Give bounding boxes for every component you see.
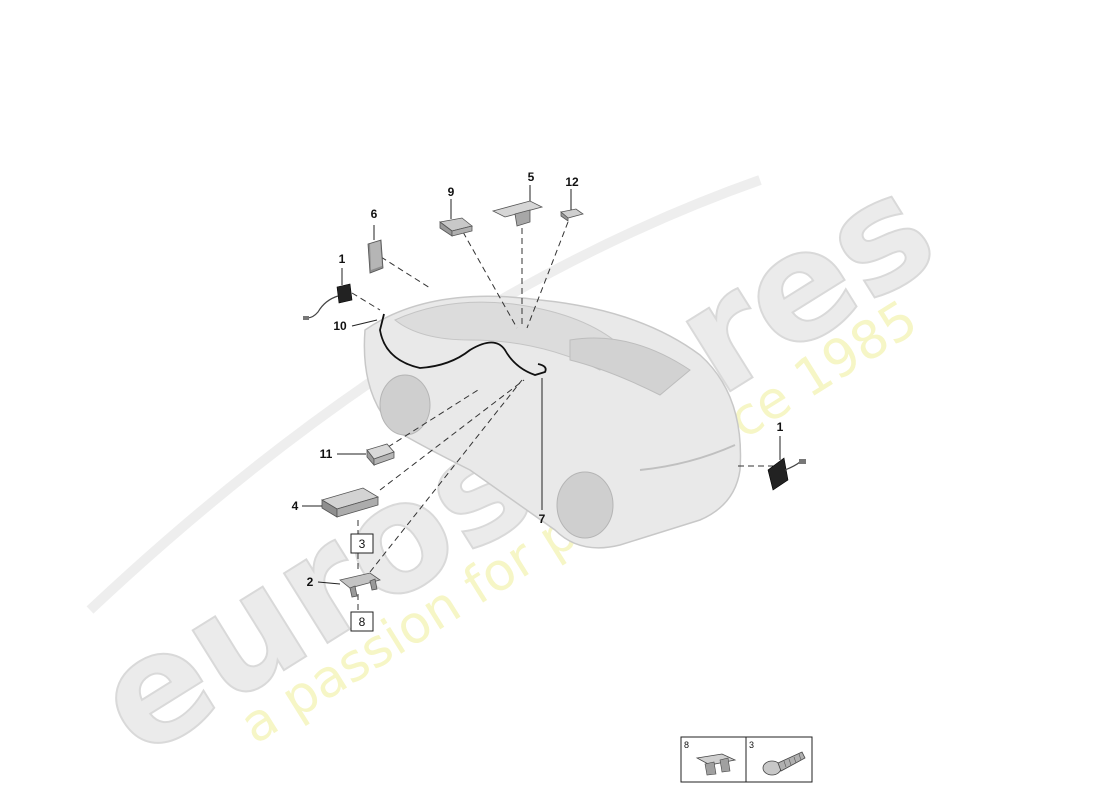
leader-10 (351, 319, 378, 327)
callout-9: 9 (448, 185, 455, 199)
part-4-control-unit (321, 487, 379, 518)
callout-5: 5 (528, 170, 535, 184)
small-parts-legend: 8 3 (680, 736, 813, 783)
callout-labels: 6 1 9 5 12 10 11 4 2 7 1 3 8 (292, 170, 784, 632)
part-2-mounting-bracket (339, 572, 381, 598)
wiring-harness (379, 313, 547, 376)
legend-label-3: 3 (749, 740, 754, 750)
car-front-wheel (379, 374, 431, 436)
callout-8-box (350, 611, 374, 632)
screw-icon (762, 751, 806, 776)
callout-10: 10 (333, 319, 347, 333)
callout-12: 12 (565, 175, 579, 189)
callout-1-left: 1 (339, 252, 346, 266)
part-6-antenna-panel (367, 239, 384, 274)
part-1-right-antenna-module (767, 457, 806, 491)
car-tail-light (639, 444, 736, 471)
part-9-control-unit (439, 217, 473, 237)
part-12-sensor (560, 208, 584, 222)
connector-line-1-left (351, 292, 381, 311)
dashed-connectors (351, 221, 775, 612)
callout-8: 8 (359, 615, 366, 629)
callout-6: 6 (371, 207, 378, 221)
connector-line-9 (462, 231, 518, 329)
leader-2 (317, 581, 341, 585)
legend-label-8: 8 (684, 740, 689, 750)
connector-line-11 (387, 389, 479, 448)
callout-11: 11 (320, 447, 333, 461)
car-rear-window (569, 337, 691, 396)
connector-line-2 (369, 379, 523, 573)
leader-lines (302, 185, 781, 585)
callout-1-right: 1 (777, 420, 784, 434)
part-5-bracket (491, 200, 544, 227)
connector-line-6 (380, 256, 431, 289)
connector-line-12 (526, 221, 569, 329)
car-rear-wheel (556, 471, 614, 539)
callout-2: 2 (307, 575, 314, 589)
callout-3: 3 (359, 537, 366, 551)
part-11-control-unit (366, 443, 395, 467)
clip-nut-icon (695, 753, 737, 776)
part-1-left-antenna-module (303, 283, 353, 320)
callout-4: 4 (292, 499, 299, 513)
connector-line-4 (379, 379, 525, 491)
callout-3-box (350, 533, 374, 554)
callout-7: 7 (539, 512, 546, 526)
car-illustration (363, 295, 742, 549)
